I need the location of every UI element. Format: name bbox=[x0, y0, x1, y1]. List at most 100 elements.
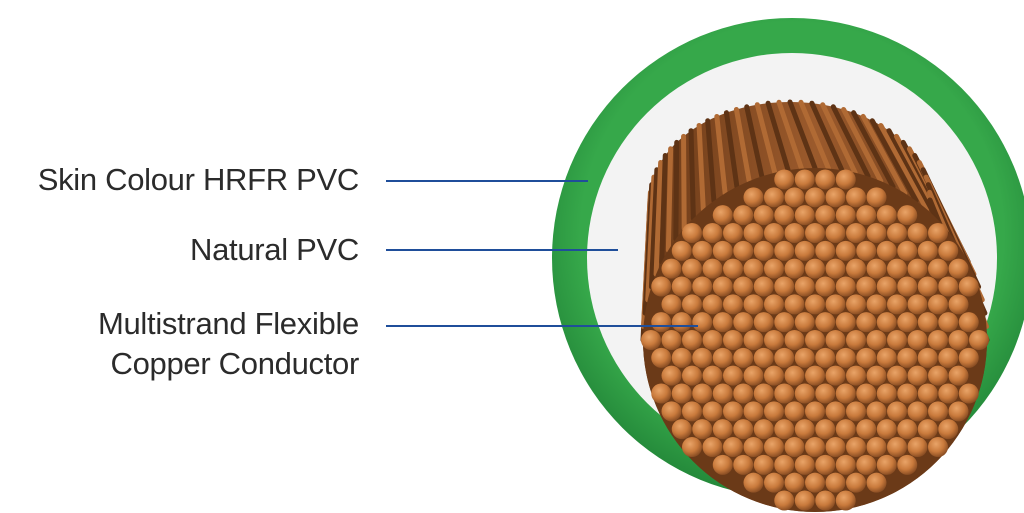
copper-strand-end bbox=[723, 330, 743, 350]
copper-strand-end bbox=[764, 187, 784, 208]
copper-strand-end bbox=[866, 401, 887, 422]
copper-strand-end bbox=[651, 383, 672, 404]
copper-strand-end bbox=[661, 294, 682, 315]
strand-side-line bbox=[869, 118, 919, 204]
copper-strand-end bbox=[907, 401, 928, 422]
copper-strand-end bbox=[938, 383, 959, 404]
copper-strand-end bbox=[969, 330, 989, 350]
copper-strand-end bbox=[938, 347, 959, 368]
copper-strand-end bbox=[723, 437, 743, 458]
copper-strand-end bbox=[723, 365, 743, 386]
copper-strand-end bbox=[774, 169, 795, 190]
copper-strand-end bbox=[835, 312, 856, 333]
copper-strand-end bbox=[702, 258, 723, 279]
copper-strand-end bbox=[753, 276, 774, 297]
copper-strand-end bbox=[958, 347, 979, 368]
copper-strand-end bbox=[733, 454, 754, 475]
copper-strand-end bbox=[815, 383, 836, 404]
strand-side-line bbox=[787, 99, 818, 171]
label-conductor-line1: Multistrand Flexible bbox=[97, 306, 359, 341]
copper-strand-end bbox=[774, 276, 795, 297]
copper-strand-end bbox=[743, 222, 764, 243]
copper-strand-end bbox=[866, 294, 887, 315]
copper-strand-end bbox=[671, 312, 692, 333]
strand-side-line bbox=[809, 100, 845, 173]
copper-strand-end bbox=[876, 312, 897, 333]
copper-strand-end bbox=[671, 276, 692, 297]
copper-strand-end bbox=[917, 240, 938, 261]
leader-line-conductor bbox=[386, 325, 698, 327]
copper-strand-end bbox=[856, 240, 877, 261]
copper-strand-end bbox=[702, 330, 723, 350]
label-natural-pvc: Natural PVC bbox=[190, 232, 359, 267]
copper-strand-end bbox=[876, 383, 897, 404]
strand-side-line bbox=[648, 167, 660, 290]
copper-strand-end bbox=[907, 294, 928, 315]
copper-strand-end bbox=[794, 490, 815, 511]
copper-strand-end bbox=[743, 330, 764, 350]
copper-strand-end bbox=[712, 240, 733, 261]
copper-strand-end bbox=[743, 258, 764, 279]
copper-strand-end bbox=[712, 205, 733, 226]
label-skin-colour-hrfr-pvc: Skin Colour HRFR PVC bbox=[37, 162, 360, 197]
copper-strand-end bbox=[764, 437, 784, 458]
copper-strand-end bbox=[784, 365, 805, 386]
copper-strand-end bbox=[692, 383, 713, 404]
copper-strand-end bbox=[702, 401, 723, 422]
copper-strand-end bbox=[794, 169, 815, 190]
copper-strand-end bbox=[825, 330, 846, 350]
copper-strand-end bbox=[866, 187, 887, 208]
copper-strand-end bbox=[764, 365, 784, 386]
copper-strand-end bbox=[774, 490, 795, 511]
copper-strand-end bbox=[907, 330, 928, 350]
strand-side-line bbox=[820, 102, 858, 176]
copper-strand-end bbox=[876, 419, 897, 440]
copper-strand-end bbox=[887, 222, 907, 243]
strand-side-line bbox=[723, 110, 740, 190]
strand-side-line bbox=[659, 153, 668, 265]
copper-strand-end bbox=[733, 205, 754, 226]
copper-strand-end bbox=[835, 383, 856, 404]
copper-strand-end bbox=[846, 330, 866, 350]
copper-strand-end bbox=[928, 258, 948, 279]
copper-strand-end bbox=[651, 347, 672, 368]
copper-strand-end bbox=[815, 312, 836, 333]
copper-strand-end bbox=[805, 222, 825, 243]
copper-strand-end bbox=[835, 347, 856, 368]
copper-strand-end bbox=[671, 419, 692, 440]
copper-strand-end bbox=[835, 419, 856, 440]
strand-side-line bbox=[860, 113, 908, 196]
copper-strand-end bbox=[661, 330, 682, 350]
copper-strand-end bbox=[784, 222, 805, 243]
copper-strand-end bbox=[682, 222, 702, 243]
copper-strand-end bbox=[825, 222, 846, 243]
strand-side-line bbox=[714, 113, 728, 196]
copper-strand-end bbox=[887, 401, 907, 422]
strand-side-line bbox=[851, 110, 896, 190]
copper-strand-end bbox=[661, 401, 682, 422]
copper-strand-end bbox=[661, 365, 682, 386]
strand-side-line bbox=[688, 128, 696, 221]
copper-strand-end bbox=[743, 187, 764, 208]
strand-side-line bbox=[798, 99, 831, 172]
copper-strand-end bbox=[712, 276, 733, 297]
copper-strand-end bbox=[733, 383, 754, 404]
copper-strand-end bbox=[692, 347, 713, 368]
copper-strand-end bbox=[835, 240, 856, 261]
copper-strand-end bbox=[794, 205, 815, 226]
copper-strand-end bbox=[846, 437, 866, 458]
copper-strand-end bbox=[846, 258, 866, 279]
copper-strand-end bbox=[897, 419, 918, 440]
copper-strand-end bbox=[805, 437, 825, 458]
copper-strand-end bbox=[815, 169, 836, 190]
strand-side-line bbox=[665, 146, 674, 253]
strand-side-line bbox=[696, 122, 706, 212]
copper-strand-end bbox=[774, 383, 795, 404]
copper-strand-end bbox=[651, 276, 672, 297]
copper-strand-end bbox=[846, 365, 866, 386]
copper-strand-end bbox=[753, 454, 774, 475]
copper-strand-end bbox=[682, 437, 702, 458]
copper-strand-end bbox=[866, 330, 887, 350]
strand-side-line bbox=[830, 104, 871, 179]
